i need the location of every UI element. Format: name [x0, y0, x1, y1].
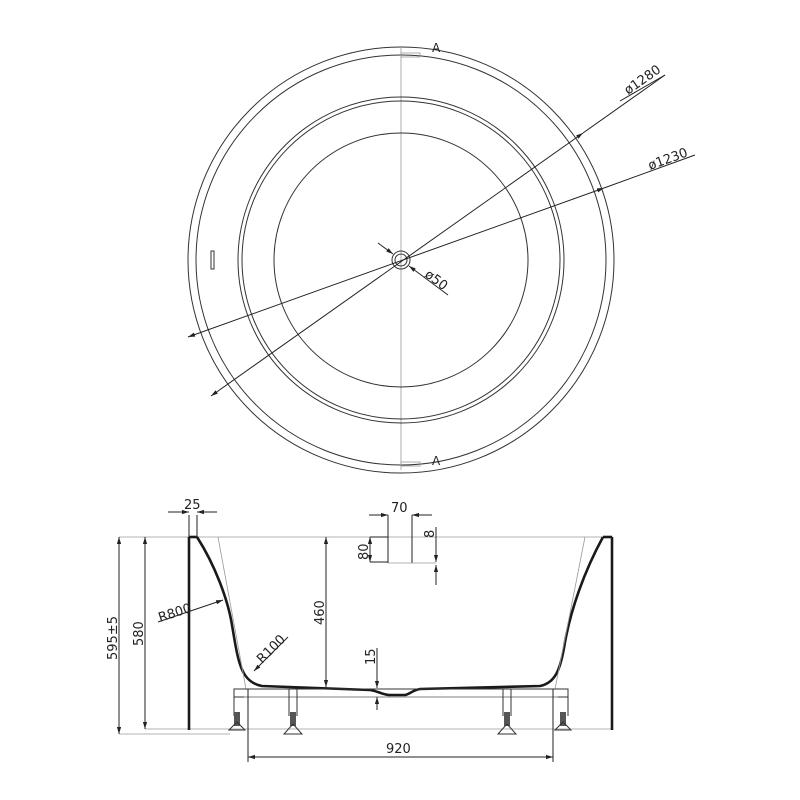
dim-label-70: 70 [391, 501, 408, 516]
leg-2 [282, 689, 304, 735]
dim-arrow-50-a [377, 242, 394, 255]
leg-4 [553, 689, 573, 731]
dim-arrow-r800 [157, 599, 224, 623]
section-marker-top-rect [400, 52, 421, 58]
side-view: 25 70 80 8 595±5 580 [106, 498, 614, 762]
dim-label-1230: ø1230 [646, 146, 690, 174]
dim-arrow-r100 [253, 636, 289, 672]
dim-underline-1280 [619, 74, 666, 102]
section-marker-top: A [432, 41, 441, 55]
dim-label-595: 595±5 [106, 616, 121, 660]
section-marker-bottom: A [432, 454, 441, 468]
dim-label-50: ø50 [422, 267, 451, 294]
right-taper-line [554, 536, 586, 690]
dim-label-80: 80 [357, 543, 372, 560]
leg-1 [227, 689, 247, 731]
dim-arrow-50-b [408, 265, 449, 296]
dim-leader-1230 [603, 154, 696, 189]
dim-label-920: 920 [386, 742, 411, 757]
left-taper-line [217, 536, 247, 690]
dim-line-1230 [187, 187, 605, 338]
basin-profile [195, 536, 605, 697]
dim-label-25: 25 [184, 498, 201, 513]
overflow-slot-icon [210, 250, 215, 270]
dim-label-460: 460 [313, 600, 328, 625]
section-marker-bottom-rect [400, 461, 421, 467]
dim-label-8: 8 [423, 530, 438, 538]
dim-label-580: 580 [132, 621, 147, 646]
dim-label-15: 15 [364, 648, 379, 665]
dim-leader-1280 [582, 74, 666, 134]
top-view: A A ø1280 ø1230 ø50 [187, 41, 696, 474]
leg-3 [496, 689, 518, 735]
dim-label-r100: R100 [254, 632, 289, 667]
